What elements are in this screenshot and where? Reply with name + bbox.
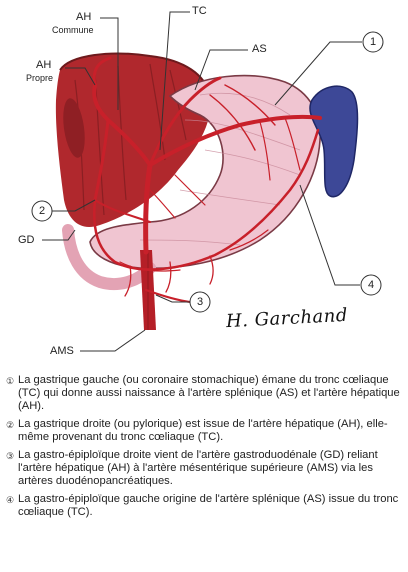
legend: ① La gastrique gauche (ou coronaire stom… — [6, 374, 404, 524]
callout-1: 1 — [370, 36, 377, 48]
label-tc: TC — [192, 5, 207, 17]
label-ah-propre: AH — [36, 59, 52, 71]
gallbladder — [63, 98, 85, 158]
arteries — [92, 56, 322, 303]
label-ah-commune-sub: Commune — [52, 25, 94, 35]
duodenum — [62, 224, 156, 291]
legend-text: La gastrique gauche (ou coronaire stomac… — [18, 374, 400, 412]
label-ams: AMS — [50, 345, 74, 357]
legend-text: La gastro-épiploïque gauche origine de l… — [18, 493, 399, 518]
legend-text: La gastrique droite (ou pylorique) est i… — [18, 418, 388, 443]
callout-4: 4 — [368, 279, 375, 291]
legend-item-1: ① La gastrique gauche (ou coronaire stom… — [6, 374, 404, 413]
legend-marker: ① — [6, 376, 15, 386]
legend-item-2: ② La gastrique droite (ou pylorique) est… — [6, 418, 404, 444]
label-as: AS — [252, 43, 267, 55]
leader-lines — [42, 11, 362, 352]
legend-text: La gastro-épiploïque droite vient de l'a… — [18, 449, 378, 487]
legend-item-4: ④ La gastro-épiploïque gauche origine de… — [6, 493, 404, 519]
legend-marker: ② — [6, 420, 15, 430]
spleen — [309, 85, 359, 198]
label-ah-propre-sub: Propre — [26, 73, 54, 83]
callout-3: 3 — [197, 296, 204, 308]
legend-item-3: ③ La gastro-épiploïque droite vient de l… — [6, 449, 404, 488]
anatomy-illustration — [31, 11, 384, 352]
legend-marker: ③ — [6, 451, 15, 461]
callout-2: 2 — [39, 205, 46, 217]
legend-marker: ④ — [6, 495, 15, 505]
label-ah-commune: AH — [76, 11, 92, 23]
callout-circles — [31, 31, 384, 313]
label-gd: GD — [18, 234, 35, 246]
